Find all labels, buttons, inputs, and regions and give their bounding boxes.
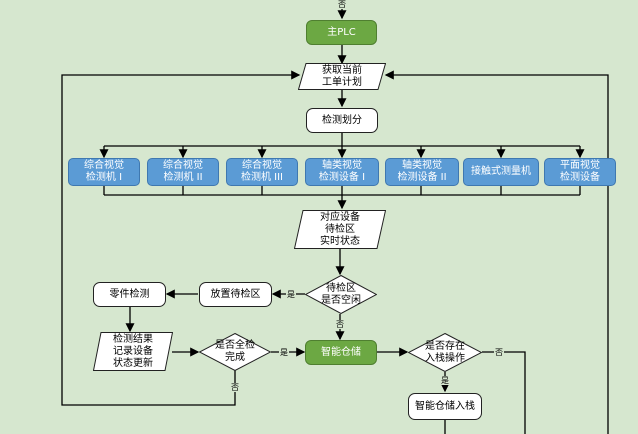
place-area-node: 放置待检区 <box>199 282 272 307</box>
device-status-label: 对应设备 待检区 实时状态 <box>320 211 360 247</box>
parallelogram-shape <box>298 63 386 90</box>
get-plan-label: 获取当前 工单计划 <box>322 64 362 88</box>
smart-storage-label: 智能仓储 <box>321 346 361 358</box>
machine-label-2: 综合视觉 检测机 II <box>163 160 203 183</box>
label-no-top: 否 <box>337 0 347 9</box>
machine-node-3: 综合视觉 检测机 III <box>226 158 298 186</box>
storage-in-node: 智能仓储入栈 <box>408 393 482 420</box>
part-inspection-node: 零件检测 <box>93 282 166 307</box>
storage-in-label: 智能仓储入栈 <box>415 400 475 412</box>
machine-node-7: 平面视觉 检测设备 <box>544 158 616 186</box>
machine-label-7: 平面视觉 检测设备 <box>560 160 600 183</box>
area-empty-decision: 待检区 是否空闲 <box>305 275 377 314</box>
machine-node-5: 轴类视觉 检测设备 II <box>385 158 459 186</box>
inspection-partition-label: 检测划分 <box>322 114 362 126</box>
loop-right-to-plan <box>384 70 609 434</box>
machine-node-6: 接触式测量机 <box>463 158 539 186</box>
label-no-storage-op: 否 <box>494 348 504 357</box>
main-plc-node: 主PLC <box>306 20 377 45</box>
machine-node-1: 综合视觉 检测机 I <box>68 158 140 186</box>
storage-op-label: 是否存在 入栈操作 <box>425 340 465 364</box>
label-yes-storage-op: 是 <box>440 376 450 385</box>
machine-label-5: 轴类视觉 检测设备 II <box>397 160 447 183</box>
machine-label-4: 轴类视觉 检测设备 I <box>318 160 366 183</box>
diamond-shape <box>199 333 271 371</box>
area-empty-label: 待检区 是否空闲 <box>321 282 361 306</box>
machine-label-1: 综合视觉 检测机 I <box>84 160 124 183</box>
label-yes-all-done: 是 <box>279 348 289 357</box>
storage-op-decision: 是否存在 入栈操作 <box>408 333 482 372</box>
label-no-all-done: 否 <box>230 383 240 392</box>
place-area-label: 放置待检区 <box>210 288 261 300</box>
inspection-partition-node: 检测划分 <box>306 108 378 133</box>
line-storage-op-no <box>482 351 526 434</box>
loop-left-to-plan <box>61 70 301 406</box>
smart-storage-node: 智能仓储 <box>305 340 377 365</box>
label-yes-area: 是 <box>286 290 296 299</box>
part-inspection-label: 零件检测 <box>109 288 150 300</box>
result-update-node: 检测结果 记录设备 状态更新 <box>93 332 173 371</box>
machine-label-3: 综合视觉 检测机 III <box>240 160 284 183</box>
diamond-shape <box>305 275 377 314</box>
parallelogram-shape <box>93 332 173 371</box>
machine-label-6: 接触式测量机 <box>471 166 531 177</box>
get-plan-node: 获取当前 工单计划 <box>298 63 386 90</box>
label-no-area: 否 <box>335 320 345 329</box>
machine-node-2: 综合视觉 检测机 II <box>147 158 219 186</box>
parallelogram-shape <box>294 210 386 249</box>
diamond-shape <box>408 333 482 372</box>
result-update-label: 检测结果 记录设备 状态更新 <box>113 333 153 369</box>
device-status-node: 对应设备 待检区 实时状态 <box>294 210 386 249</box>
machine-node-4: 轴类视觉 检测设备 I <box>305 158 379 186</box>
all-done-label: 是否全检 完成 <box>215 340 255 363</box>
all-done-decision: 是否全检 完成 <box>199 333 271 371</box>
main-plc-label: 主PLC <box>327 26 356 38</box>
